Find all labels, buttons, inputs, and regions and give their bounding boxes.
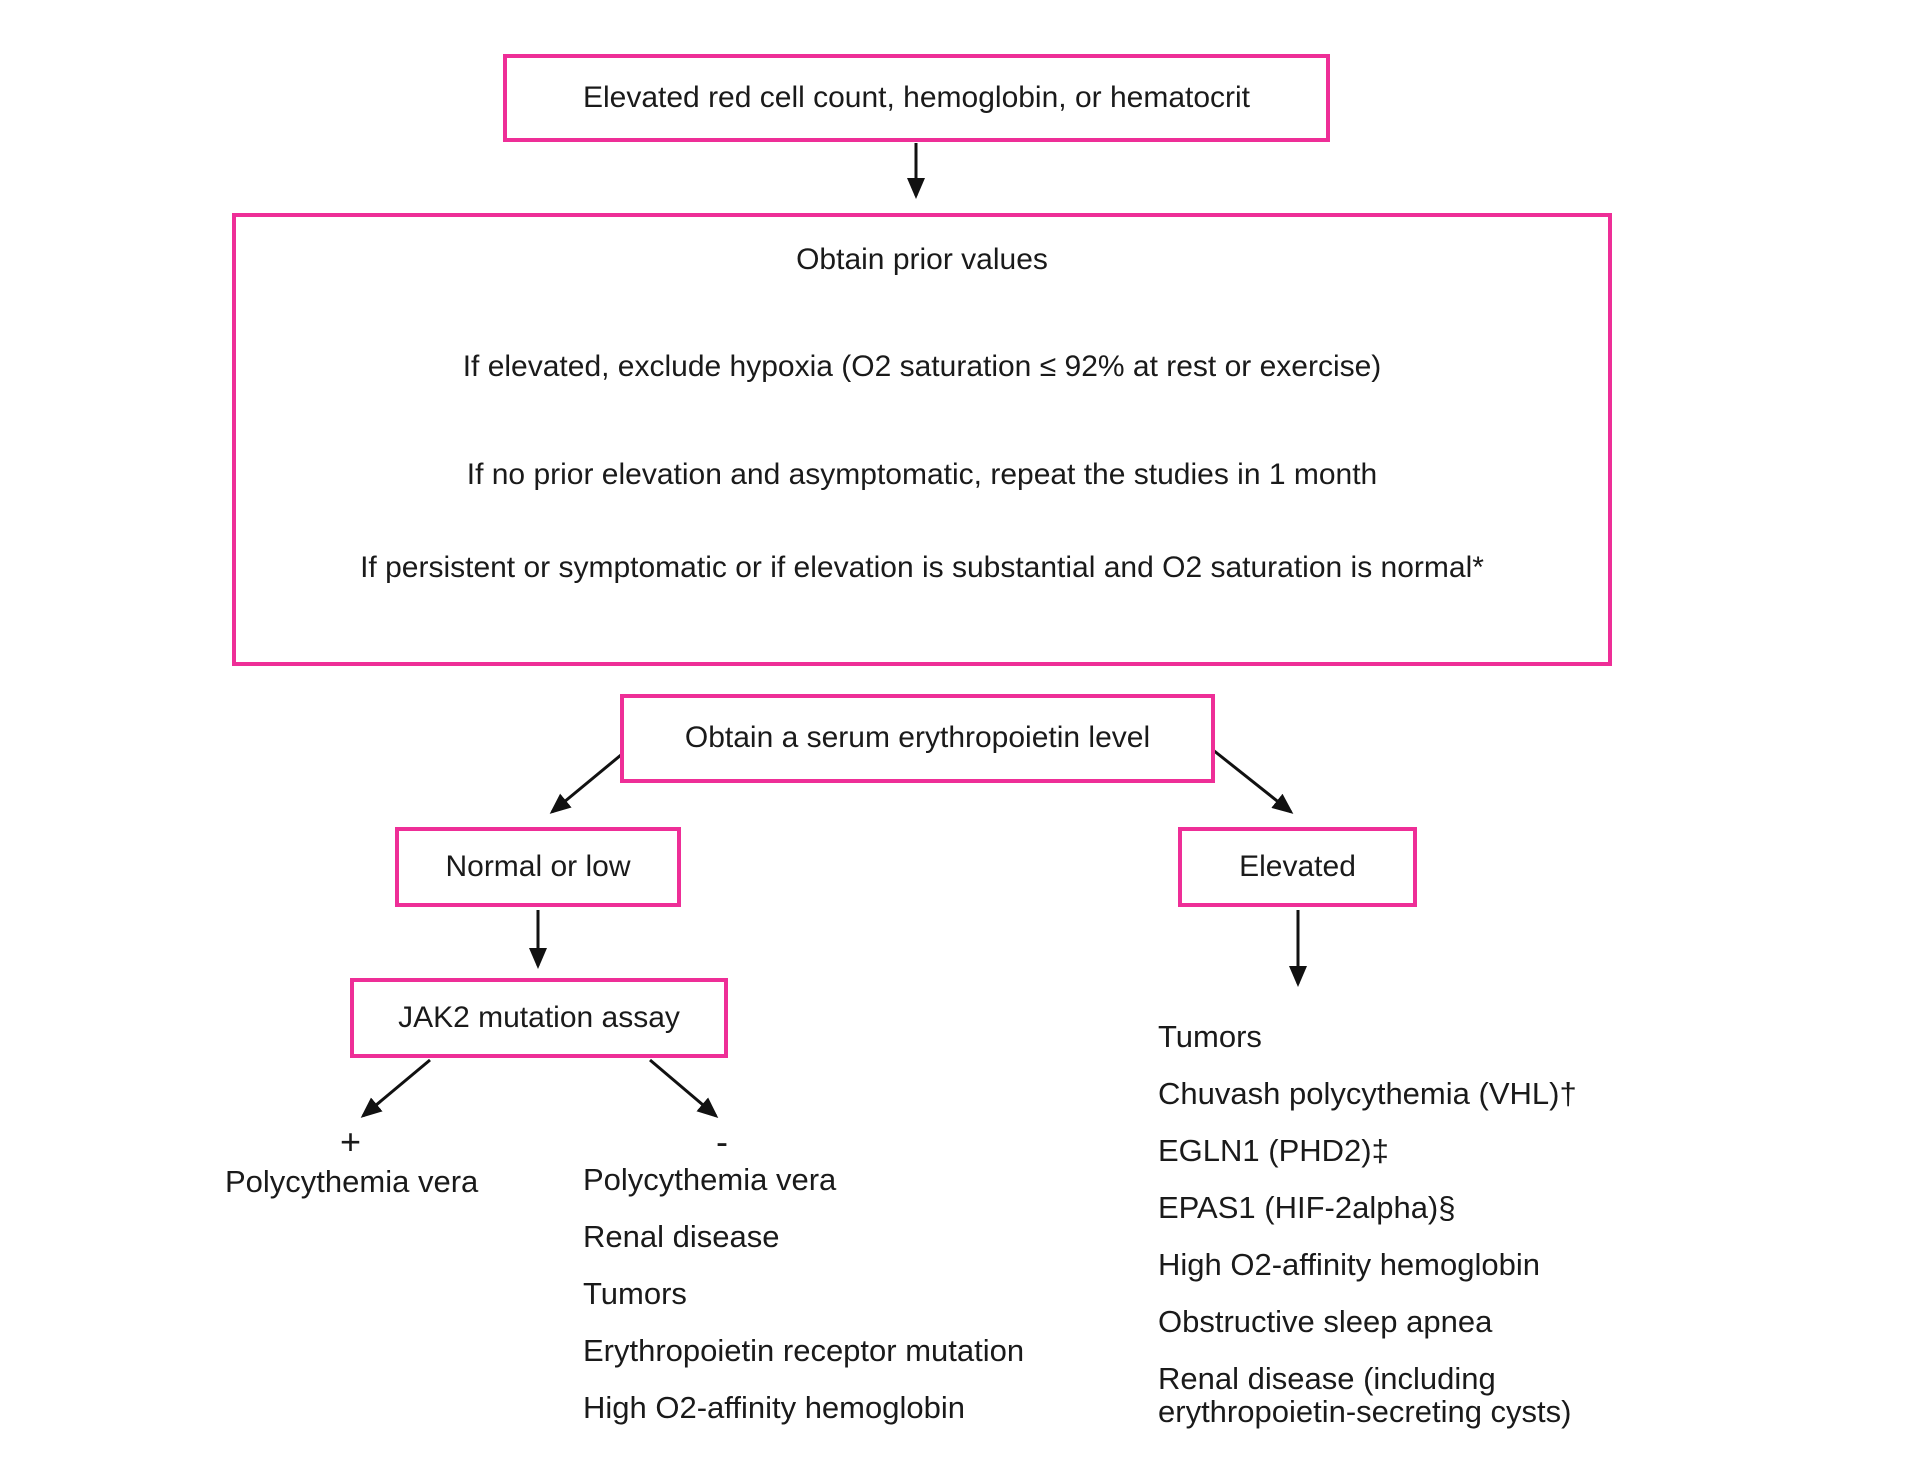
- workup-step-2: If elevated, exclude hypoxia (O2 saturat…: [462, 350, 1382, 383]
- elevated-label: Elevated: [1239, 849, 1356, 883]
- workup-step-3: If no prior elevation and asymptomatic, …: [466, 458, 1378, 491]
- arrow-epo-to-elevated: [1212, 748, 1294, 814]
- workup-step-4: If persistent or symptomatic or if eleva…: [360, 551, 1484, 584]
- arrow-epo-to-normal: [549, 748, 628, 814]
- jak2-positive-diagnosis: Polycythemia vera: [225, 1164, 479, 1199]
- start-box-label: Elevated red cell count, hemoglobin, or …: [582, 80, 1251, 114]
- arrow-jak2-to-positive: [360, 1058, 431, 1118]
- list-item: Polycythemia vera: [583, 1162, 837, 1197]
- start-box: Elevated red cell count, hemoglobin, or …: [503, 54, 1330, 142]
- elevated-box: Elevated: [1178, 827, 1417, 907]
- jak2-assay-label: JAK2 mutation assay: [398, 1000, 680, 1034]
- list-item: Renal disease (including erythropoietin-…: [1158, 1361, 1572, 1429]
- epo-level-box: Obtain a serum erythropoietin level: [620, 694, 1215, 783]
- list-item: High O2-affinity hemoglobin: [1158, 1247, 1540, 1282]
- list-item: Erythropoietin receptor mutation: [583, 1333, 1025, 1368]
- arrow-jak2-to-negative: [649, 1058, 719, 1118]
- list-item: EGLN1 (PHD2)‡: [1158, 1133, 1389, 1168]
- epo-level-label: Obtain a serum erythropoietin level: [684, 721, 1151, 755]
- list-item: Tumors: [1158, 1019, 1262, 1054]
- workup-box: [232, 213, 1612, 666]
- list-item: EPAS1 (HIF-2alpha)§: [1158, 1190, 1456, 1225]
- normal-or-low-box: Normal or low: [395, 827, 681, 907]
- list-item: Obstructive sleep apnea: [1158, 1304, 1493, 1339]
- normal-or-low-label: Normal or low: [445, 849, 631, 883]
- workup-step-1: Obtain prior values: [796, 243, 1048, 276]
- jak2-positive-sign: +: [340, 1121, 362, 1162]
- jak2-assay-box: JAK2 mutation assay: [350, 978, 728, 1058]
- list-item: Tumors: [583, 1276, 687, 1311]
- list-item: Chuvash polycythemia (VHL)†: [1158, 1076, 1577, 1111]
- list-item: Renal disease: [583, 1219, 780, 1254]
- list-item: High O2-affinity hemoglobin: [583, 1390, 965, 1425]
- jak2-negative-sign: -: [716, 1121, 728, 1162]
